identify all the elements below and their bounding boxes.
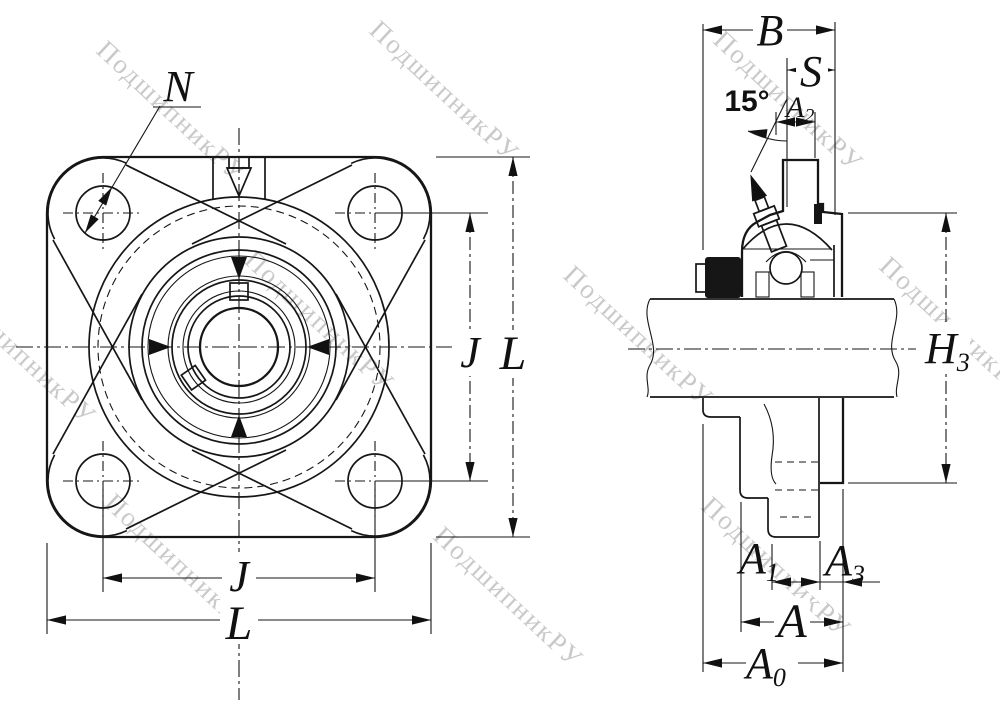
hidden-bolt-hole	[775, 461, 818, 518]
dimension-L-vertical	[436, 156, 530, 538]
corner-lobe-arc	[350, 157, 431, 240]
dimension-A1-A3	[771, 489, 880, 672]
dim-label-a2: A2	[784, 91, 814, 127]
setscrew	[180, 364, 207, 392]
dim-label-l-horizontal: L	[225, 597, 253, 650]
setscrew	[229, 282, 249, 301]
dim-label-a1: A1	[736, 534, 779, 587]
dim-label-a3: A3	[822, 536, 865, 589]
race-arrow-marks	[149, 257, 329, 437]
dim-label-h3: H3	[924, 324, 970, 377]
seal-section	[755, 271, 770, 298]
dimension-H3	[848, 212, 957, 484]
flange-step	[814, 204, 822, 224]
dim-label-s: S	[800, 47, 822, 96]
cast-rib-lines	[52, 164, 426, 530]
watermark-text: ПодшипникРУ	[364, 14, 526, 168]
insert-spherical-od	[741, 223, 833, 251]
dim-label-j-horizontal: J	[229, 552, 251, 601]
dim-label-a0: A0	[743, 639, 786, 692]
dimension-A2	[775, 112, 816, 158]
dim-label-angle: 15°	[724, 85, 769, 118]
front-view: N J L J L	[16, 62, 532, 700]
locking-collar	[705, 257, 741, 298]
dim-label-l-vertical: L	[499, 327, 527, 380]
corner-lobe-arc	[47, 454, 128, 537]
collar-cap	[695, 263, 708, 293]
grease-fitting-side	[750, 174, 788, 253]
dimension-J-vertical	[379, 212, 488, 482]
corner-lobe-arc	[350, 454, 431, 537]
housing-section	[695, 158, 844, 298]
grease-fitting-front	[212, 156, 266, 199]
label-backers	[220, 330, 532, 644]
dim-label-n: N	[162, 62, 195, 111]
watermark-text: ПодшипникРУ	[428, 520, 590, 674]
shaft	[646, 298, 900, 398]
label-backers	[746, 6, 970, 684]
side-view: B S 15° A2 H3 A1 A3 A A0	[628, 6, 970, 692]
dim-label-a: A	[774, 595, 807, 648]
corner-lobe-arc	[47, 157, 128, 240]
dimension-angle	[747, 98, 788, 173]
ball	[769, 251, 803, 285]
dimension-N	[81, 105, 201, 236]
dim-label-b: B	[757, 6, 784, 55]
housing-lower	[702, 398, 845, 538]
rib-curve	[763, 403, 777, 485]
watermark-text: ПодшипникРУ	[239, 244, 401, 398]
shaft-bore	[198, 306, 280, 388]
dim-label-j-vertical: J	[460, 328, 482, 377]
seal-section	[800, 271, 815, 298]
